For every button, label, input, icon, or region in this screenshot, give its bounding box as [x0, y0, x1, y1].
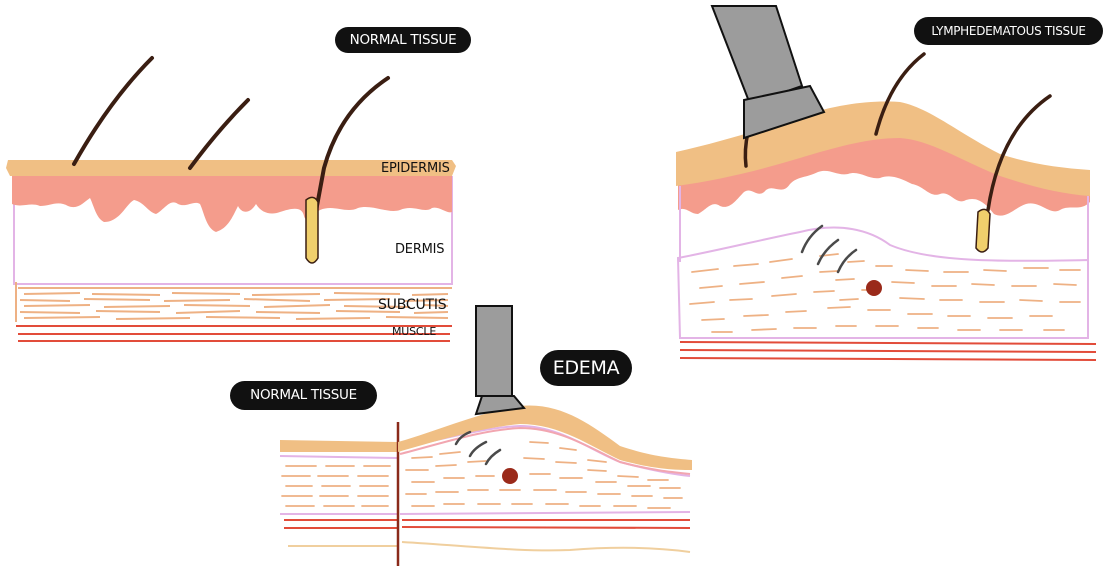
panel-lymphedematous-tissue: [676, 6, 1096, 360]
vessel-dot: [866, 280, 882, 296]
label-dermis: DERMIS: [395, 242, 444, 257]
vessel-dot: [502, 468, 518, 484]
hair-bulb: [306, 197, 318, 263]
label-subcutis: SUBCUTIS: [378, 297, 446, 313]
epidermis-layer: [280, 440, 398, 452]
muscle-layer: [16, 326, 452, 341]
edema-side: [398, 306, 692, 552]
label-lymphedematous-tissue: LYMPHEDEMATOUS TISSUE: [914, 17, 1103, 45]
muscle-layer: [680, 342, 1096, 360]
label-muscle: MUSCLE: [392, 325, 436, 338]
dermal-papillae: [12, 172, 452, 232]
ultrasound-probe: [476, 306, 524, 414]
ultrasound-probe: [712, 6, 824, 138]
label-normal-tissue-bottom: NORMAL TISSUE: [230, 381, 377, 410]
hair-bulb: [976, 209, 990, 252]
label-edema: EDEMA: [540, 350, 632, 386]
normal-side: [280, 440, 398, 546]
label-normal-tissue-top: NORMAL TISSUE: [335, 27, 471, 53]
subcutis-area: [678, 228, 1088, 338]
panel-edema: [280, 306, 692, 566]
label-epidermis: EPIDERMIS: [381, 161, 450, 176]
